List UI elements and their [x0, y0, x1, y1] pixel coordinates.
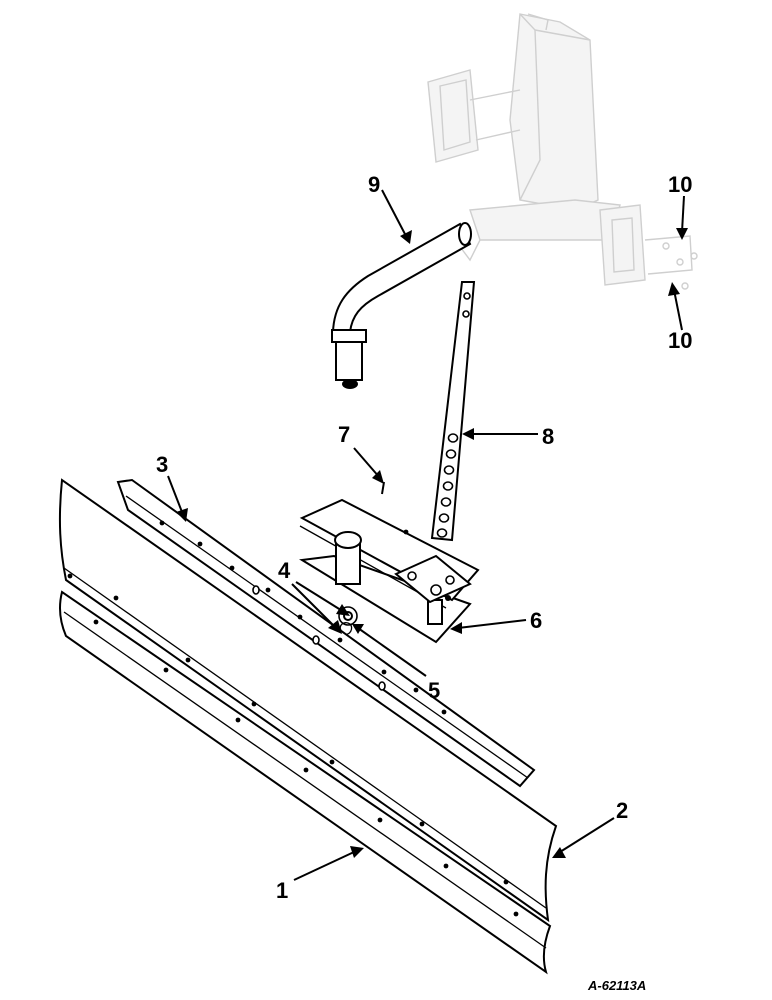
callout-5: 5 — [428, 678, 440, 703]
part-7-pin — [381, 481, 385, 495]
callout-9: 9 — [368, 172, 380, 197]
part-1-cutting-edge — [58, 590, 552, 975]
part-9-pivot-tube — [331, 222, 472, 389]
leader-lines — [167, 189, 688, 881]
part-8-adjustment-bar — [430, 281, 476, 542]
callout-2: 2 — [616, 798, 628, 823]
part-3-support-bar — [116, 478, 536, 788]
callout-1: 1 — [276, 878, 288, 903]
part-2-moldboard-blade — [58, 478, 558, 923]
callout-10-top: 10 — [668, 172, 692, 197]
callout-labels: 1 2 3 4 5 6 7 8 9 10 10 — [156, 172, 692, 903]
callout-4: 4 — [278, 558, 291, 583]
part-6-pivot-bracket — [299, 498, 480, 644]
frame-ghost — [427, 13, 698, 290]
callout-10-bottom: 10 — [668, 328, 692, 353]
callout-6: 6 — [530, 608, 542, 633]
drawing-code: A-62113A — [587, 978, 646, 993]
callout-7: 7 — [338, 422, 350, 447]
callout-8: 8 — [542, 424, 554, 449]
callout-3: 3 — [156, 452, 168, 477]
